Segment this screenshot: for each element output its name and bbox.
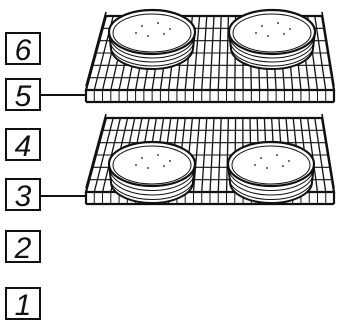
position-5-box: 5 [6, 79, 40, 113]
position-3-box: 3 [6, 179, 40, 213]
cake-pan [228, 142, 314, 203]
rack-upper [86, 10, 334, 102]
position-4-box: 4 [6, 129, 40, 163]
cake-pan [109, 10, 195, 69]
position-6-label: 6 [15, 34, 32, 67]
cake-pan [229, 10, 315, 69]
rack-side-rail [86, 12, 106, 86]
position-2-label: 2 [14, 232, 32, 265]
position-3-label: 3 [15, 180, 32, 213]
position-2-box: 2 [6, 231, 40, 265]
position-1-label: 1 [15, 289, 32, 322]
cake-pan [109, 142, 195, 203]
position-6-box: 6 [6, 33, 40, 67]
position-5-label: 5 [15, 80, 32, 113]
rack-lower [86, 114, 334, 204]
position-1-box: 1 [6, 288, 40, 322]
rack-side-rail [86, 114, 106, 188]
position-4-label: 4 [15, 130, 32, 163]
